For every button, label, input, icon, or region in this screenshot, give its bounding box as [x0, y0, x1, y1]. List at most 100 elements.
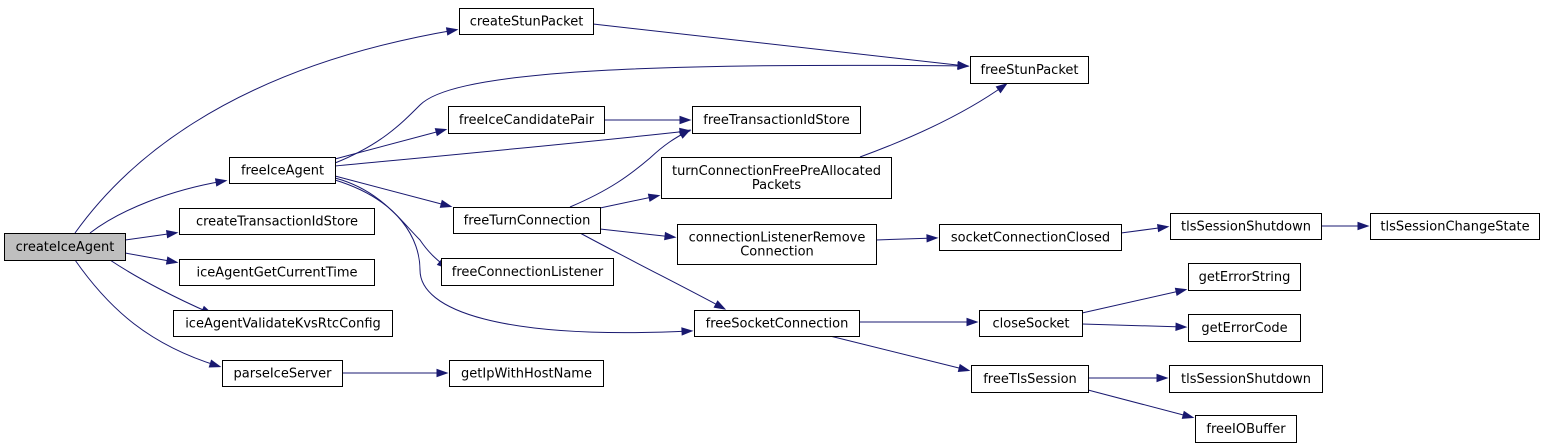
node-box[interactable] [971, 365, 1089, 393]
node-label: getErrorString [1199, 270, 1291, 285]
arrowhead [679, 115, 692, 125]
node-free-ice-agent[interactable]: freeIceAgent [229, 157, 336, 184]
arrowhead [926, 234, 939, 243]
node-tls-session-shutdown2[interactable]: tlsSessionShutdown [1169, 365, 1323, 393]
edge-line [569, 130, 689, 208]
node-get-ip-with-host-name[interactable]: getIpWithHostName [449, 360, 604, 387]
node-box[interactable] [4, 233, 126, 261]
edge-line [334, 64, 967, 164]
node-box[interactable] [173, 310, 393, 337]
edge-create-ice-agent-to-create-stun-packet [74, 27, 459, 234]
edge-free-ice-agent-to-free-ice-candidate-pair [334, 128, 448, 160]
node-create-transaction-id-store[interactable]: createTransactionIdStore [179, 208, 375, 235]
edge-free-socket-connection-to-close-socket [859, 317, 979, 327]
node-box[interactable] [1370, 213, 1540, 240]
edge-free-ice-agent-to-free-stun-packet [334, 61, 970, 164]
edge-line [334, 177, 447, 268]
node-free-io-buffer[interactable]: freeIOBuffer [1195, 415, 1297, 443]
node-free-ice-candidate-pair[interactable]: freeIceCandidatePair [448, 106, 605, 134]
node-create-ice-agent[interactable]: createIceAgent [4, 233, 126, 261]
arrowhead [995, 82, 1008, 94]
node-label: tlsSessionShutdown [1181, 372, 1311, 387]
node-box[interactable] [222, 360, 343, 387]
edge-turn-connection-free-pre-allocated-packets-to-free-stun-packet [859, 82, 1008, 158]
node-box[interactable] [661, 157, 892, 199]
arrowhead [445, 27, 459, 36]
edge-line [74, 259, 219, 367]
node-box[interactable] [979, 310, 1083, 337]
edge-line [829, 335, 968, 371]
node-close-socket[interactable]: closeSocket [979, 310, 1083, 337]
edge-line [859, 84, 1006, 158]
node-label: freeIceCandidatePair [459, 113, 595, 128]
node-box[interactable] [229, 157, 336, 184]
arrowhead [957, 61, 970, 71]
node-label: freeTransactionIdStore [703, 113, 849, 128]
arrowhead [1156, 373, 1169, 383]
node-free-turn-connection[interactable]: freeTurnConnection [453, 207, 601, 234]
node-label: getIpWithHostName [461, 367, 592, 382]
arrowhead [713, 300, 727, 310]
node-box[interactable] [179, 259, 375, 286]
node-ice-agent-get-current-time[interactable]: iceAgentGetCurrentTime [179, 259, 375, 286]
node-layer: createIceAgent createStunPacket freeIceAge… [4, 8, 1540, 443]
node-label: createIceAgent [16, 240, 115, 255]
node-free-stun-packet[interactable]: freeStunPacket [970, 56, 1089, 84]
node-label: Packets [752, 178, 802, 193]
node-tls-session-shutdown1[interactable]: tlsSessionShutdown [1170, 213, 1322, 240]
arrowhead [1175, 322, 1188, 331]
edge-line [334, 130, 689, 167]
node-create-stun-packet[interactable]: createStunPacket [459, 8, 594, 35]
edge-line [599, 228, 674, 238]
arrowhead [165, 230, 179, 239]
node-box[interactable] [449, 360, 604, 387]
node-get-error-code[interactable]: getErrorCode [1188, 314, 1301, 342]
edge-create-ice-agent-to-ice-agent-get-current-time [124, 252, 179, 265]
node-tls-session-change-state[interactable]: tlsSessionChangeState [1370, 213, 1540, 240]
node-box[interactable] [1170, 213, 1322, 240]
node-label: freeSocketConnection [706, 317, 849, 332]
node-box[interactable] [692, 106, 861, 134]
node-label: tlsSessionChangeState [1380, 220, 1529, 235]
node-parse-ice-server[interactable]: parseIceServer [222, 360, 343, 387]
node-label: closeSocket [993, 317, 1070, 332]
edge-layer [74, 23, 1370, 419]
edge-free-tls-session-to-free-io-buffer [1087, 389, 1195, 419]
node-free-transaction-id-store[interactable]: freeTransactionIdStore [692, 106, 861, 134]
node-free-connection-listener[interactable]: freeConnectionListener [441, 258, 614, 286]
edge-line [334, 175, 450, 207]
edge-line [74, 29, 456, 234]
arrowhead [1157, 223, 1170, 233]
node-box[interactable] [1169, 365, 1323, 393]
edge-create-ice-agent-to-parse-ice-server [74, 259, 222, 368]
node-socket-connection-closed[interactable]: socketConnectionClosed [939, 224, 1122, 251]
node-box[interactable] [970, 56, 1089, 84]
node-box[interactable] [459, 8, 594, 35]
node-get-error-string[interactable]: getErrorString [1188, 263, 1301, 291]
node-box[interactable] [453, 207, 601, 234]
node-box[interactable] [677, 224, 877, 265]
node-box[interactable] [441, 258, 614, 286]
node-free-tls-session[interactable]: freeTlsSession [971, 365, 1089, 393]
node-box[interactable] [1195, 415, 1297, 443]
node-label: iceAgentGetCurrentTime [196, 266, 357, 281]
edge-free-turn-connection-to-free-socket-connection [579, 232, 727, 310]
node-box[interactable] [694, 310, 860, 337]
node-label: freeTurnConnection [464, 214, 591, 229]
node-box[interactable] [1188, 263, 1301, 291]
node-label: iceAgentValidateKvsRtcConfig [185, 317, 381, 332]
node-box[interactable] [448, 106, 605, 134]
node-box[interactable] [939, 224, 1122, 251]
node-box[interactable] [1188, 314, 1301, 342]
node-label: freeTlsSession [983, 372, 1077, 387]
node-box[interactable] [179, 208, 375, 235]
node-ice-agent-validate-kvs-rtc-config[interactable]: iceAgentValidateKvsRtcConfig [173, 310, 393, 337]
edge-connection-listener-remove-connection-to-socket-connection-closed [875, 234, 939, 243]
edge-line [1087, 389, 1192, 418]
edge-free-tls-session-to-tls-session-shutdown2 [1088, 373, 1169, 383]
node-free-socket-connection[interactable]: freeSocketConnection [694, 310, 860, 337]
edge-close-socket-to-get-error-string [1081, 287, 1188, 314]
edge-line [1081, 323, 1185, 328]
